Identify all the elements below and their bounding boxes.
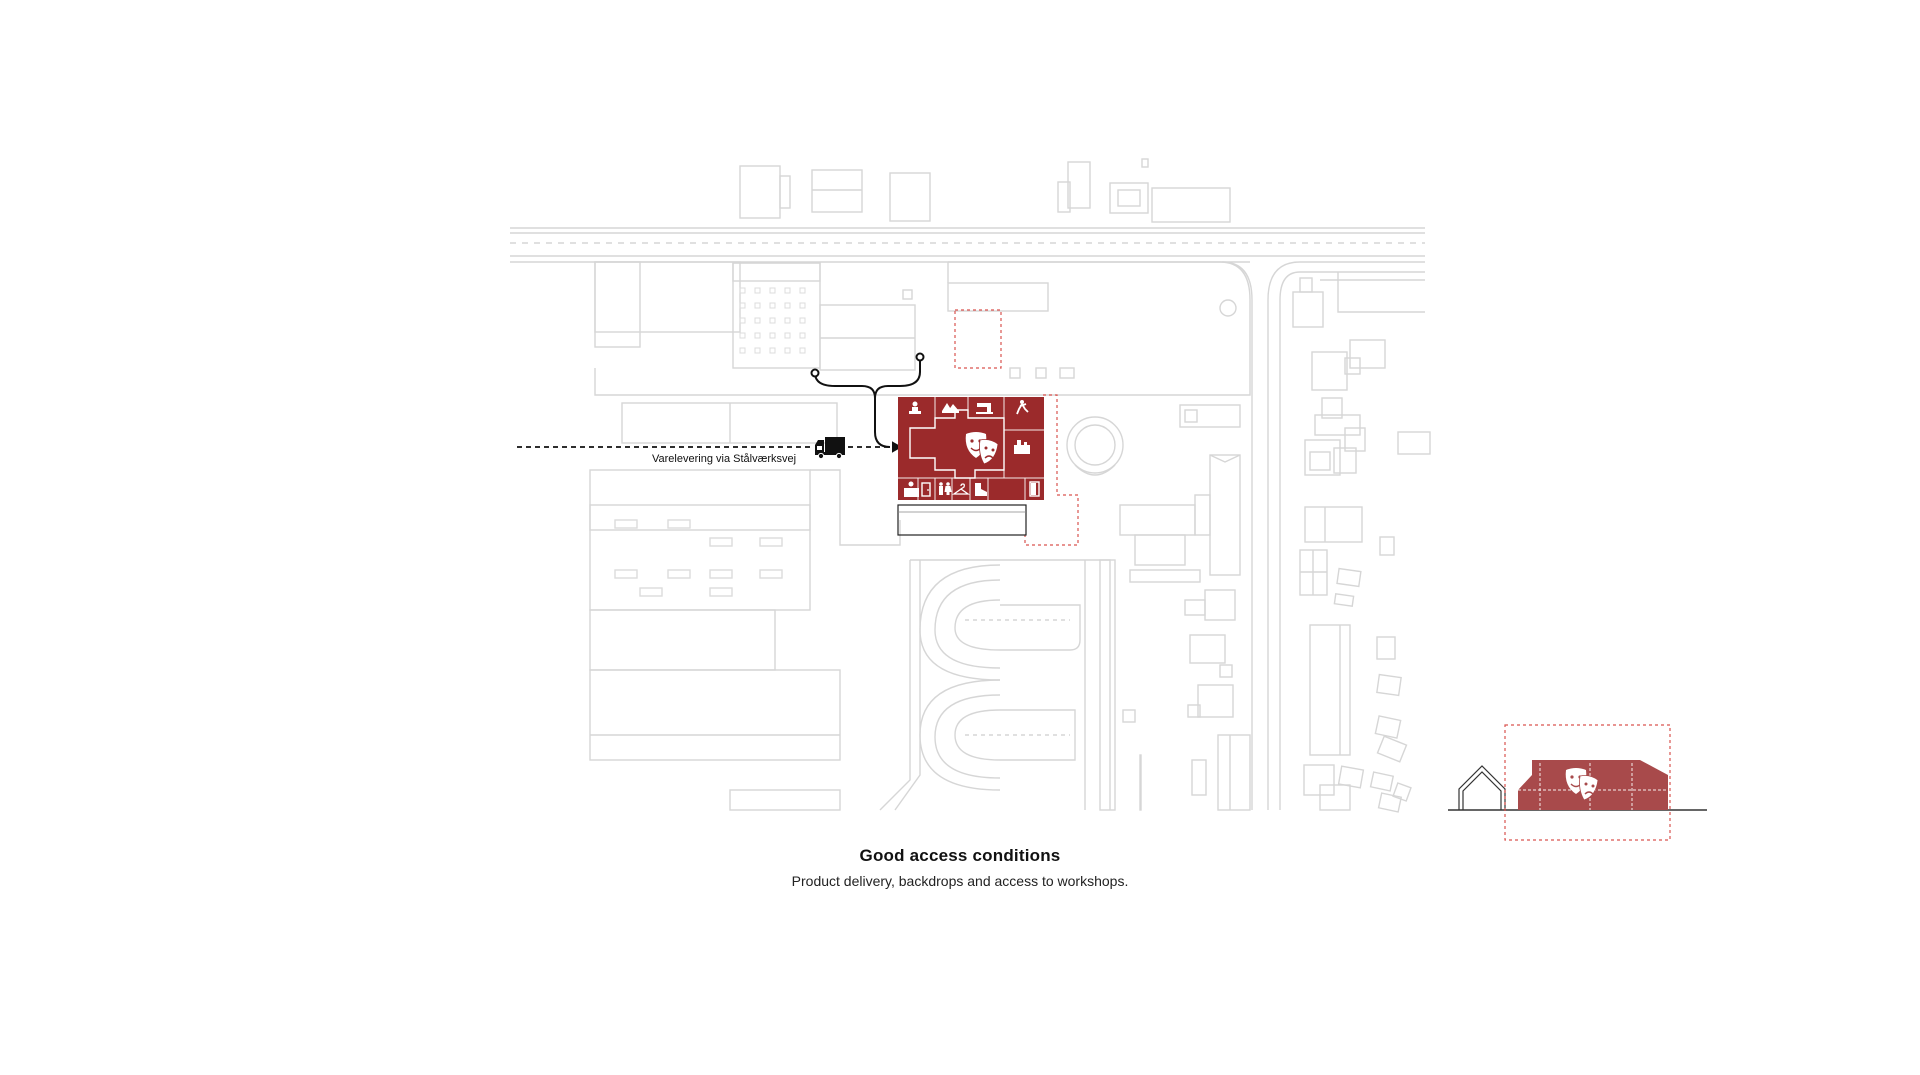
dashed-plot-east: [1024, 394, 1079, 546]
theatre-masks-icon: [1565, 768, 1599, 801]
plan-icons: [904, 400, 1040, 497]
door-icon: [921, 482, 931, 497]
truck-icon: [815, 437, 845, 460]
toilets-icon: [939, 482, 952, 495]
office-desk-icon: [1014, 440, 1030, 454]
arrow-head: [892, 441, 903, 453]
delivery-label: Varelevering via Stålværksvej: [652, 453, 796, 465]
theatre-masks-icon: [965, 432, 999, 465]
caption-title: Good access conditions: [859, 846, 1061, 865]
route-end-node: [915, 352, 925, 362]
set-pieces-icon: [942, 403, 959, 413]
stage-outline: [909, 409, 1005, 479]
dancer-icon: [1016, 400, 1029, 415]
dashed-plot-north: [954, 309, 1002, 369]
section-dashed-frame: [1504, 724, 1671, 841]
house-outline: [1458, 765, 1506, 810]
route-end-node: [810, 368, 820, 378]
access-branch-line-2: [874, 357, 921, 399]
context-buildings: [510, 158, 1431, 813]
dashed-red-outlines: [954, 309, 1079, 546]
section-elevation: [1448, 724, 1707, 841]
access-branch-line: [814, 372, 891, 448]
exit-door-icon: [1029, 481, 1040, 497]
access-route: [517, 352, 925, 453]
sewing-machine-icon: [976, 403, 993, 414]
theatre-annex: [897, 504, 1027, 536]
hanger-icon: [951, 483, 971, 495]
boot-icon: [975, 483, 987, 496]
caption-subtitle: Product delivery, backdrops and access t…: [791, 873, 1129, 889]
reception-icon: [904, 481, 919, 497]
actor-icon: [909, 401, 921, 414]
